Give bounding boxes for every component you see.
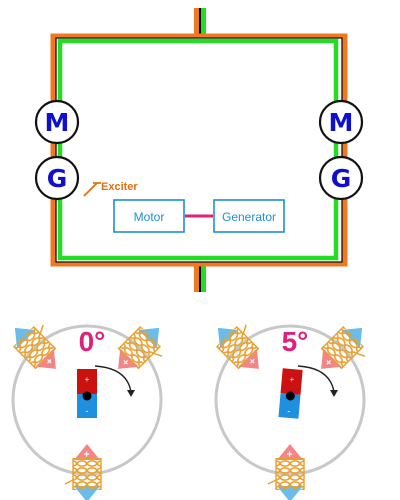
coil-winding (118, 326, 161, 369)
stator-coil: + (320, 325, 366, 370)
wire-orange-left (50, 33, 200, 267)
coil-sign: + (283, 451, 294, 457)
stator-coil: + (267, 444, 305, 500)
coil-winding (216, 326, 259, 369)
coil-winding (13, 326, 56, 369)
rotor-magnet: +- (278, 368, 303, 419)
stator-coil: + (215, 324, 260, 370)
coil-winding (321, 326, 364, 369)
right-generator-letter: G (331, 164, 352, 193)
rotor-axle (285, 391, 295, 401)
exciter: Exciter (83, 181, 138, 197)
coil-winding (73, 458, 101, 490)
left-generator-letter: G (47, 164, 68, 193)
magnet-north-pole (280, 368, 303, 395)
rotation-arrow-head (127, 390, 135, 397)
stator-coil: + (64, 444, 102, 500)
wire-black (55, 37, 343, 263)
magnet-north-pole (77, 369, 97, 394)
wire-green-right (200, 38, 339, 261)
stator-coil: + (117, 325, 163, 370)
right-motor-letter: M (329, 108, 354, 137)
magnet-south-sign: - (287, 406, 291, 416)
rotor-diagram-0deg: ++++-0° (11, 324, 163, 500)
top-feed-green (200, 8, 206, 36)
right-machine: M G (318, 99, 364, 201)
right-generator-symbol (318, 155, 364, 201)
bottom-feed-green (200, 262, 206, 292)
stator-coil: + (12, 324, 57, 370)
rotor-axle (82, 391, 92, 401)
left-motor-letter: M (45, 108, 70, 137)
exciter-marker-icon (83, 182, 101, 197)
magnet-south-pole (77, 394, 97, 418)
rotor-angle-label: 5° (282, 326, 309, 357)
motor-box-label: Motor (134, 210, 165, 224)
rotation-arrow (297, 365, 335, 393)
bottom-feed-orange (194, 262, 200, 292)
rotor-angle-label: 0° (79, 326, 106, 357)
left-generator-symbol (34, 155, 80, 201)
motor-box (113, 199, 185, 233)
magnet-north-sign: + (289, 375, 295, 384)
rotor-magnet: +- (77, 369, 97, 418)
left-motor-symbol (34, 99, 80, 145)
circuit-wiring (50, 8, 348, 292)
rotation-arrow (94, 365, 132, 393)
motor-generator-set: Motor Generator (113, 199, 285, 233)
top-feed-orange (194, 8, 200, 36)
generator-box-label: Generator (222, 210, 276, 224)
magnet-north-sign: + (85, 375, 90, 384)
field-arrow-inner (277, 444, 303, 460)
wire-green-left (57, 38, 200, 261)
field-arrow-inner (74, 444, 100, 460)
exciter-label: Exciter (101, 181, 138, 193)
coil-winding (276, 458, 304, 490)
generator-box (213, 199, 285, 233)
wire-orange-right (200, 33, 348, 267)
right-motor-symbol (318, 99, 364, 145)
rotation-arrow-head (330, 390, 338, 397)
rotor-diagram-5deg: ++++-5° (214, 324, 366, 500)
left-machine: M G (34, 99, 80, 201)
magnet-south-pole (278, 393, 301, 419)
coil-sign: + (80, 451, 91, 457)
magnet-south-sign: - (86, 406, 89, 416)
